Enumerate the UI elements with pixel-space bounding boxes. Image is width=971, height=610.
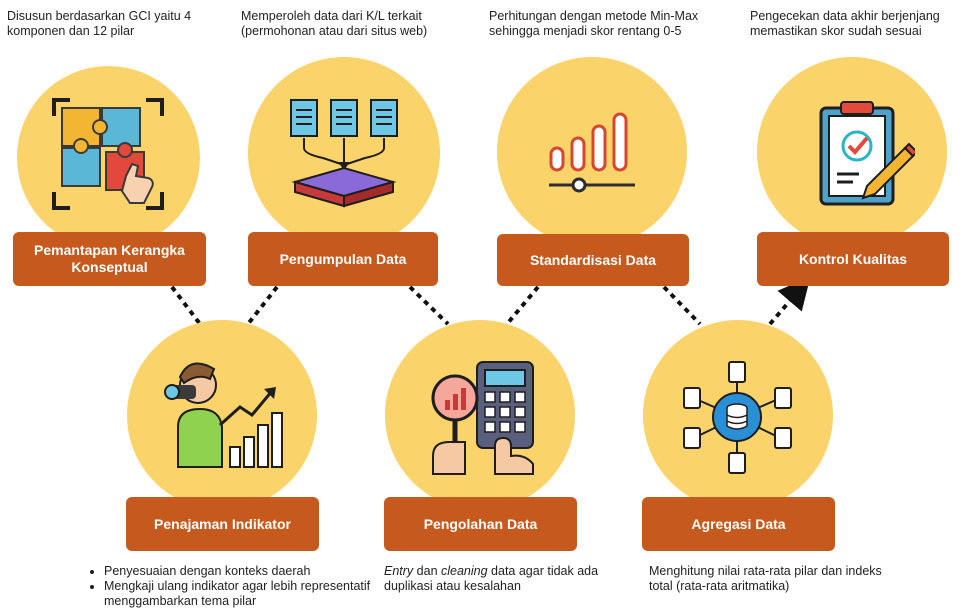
step6-label: Pengolahan Data <box>384 497 577 551</box>
connector-1 <box>170 285 202 326</box>
connector-5 <box>662 285 702 326</box>
calculator-magnifier-icon <box>431 361 534 475</box>
bar-chart-slider-icon <box>549 112 635 193</box>
step4-description: Pengecekan data akhir berjenjang memasti… <box>750 9 940 38</box>
puzzle-icon <box>52 98 164 210</box>
step5-description: Penyesuaian dengan konteks daerah Mengka… <box>88 564 388 609</box>
step4-label: Kontrol Kualitas <box>757 232 949 286</box>
step5-bullet-2: Mengkaji ulang indikator agar lebih repr… <box>104 579 388 609</box>
clipboard-check-icon <box>819 101 915 206</box>
step6-desc-mid: dan <box>413 564 441 578</box>
step6-description: Entry dan cleaning data agar tidak ada d… <box>384 564 614 594</box>
database-network-icon <box>683 361 792 474</box>
step5-bullet-1: Penyesuaian dengan konteks daerah <box>104 564 388 579</box>
step2-label: Pengumpulan Data <box>248 232 438 286</box>
documents-collection-icon <box>290 99 398 208</box>
step5-label: Penajaman Indikator <box>126 497 319 551</box>
step1-label: Pemantapan Kerangka Konseptual <box>13 232 206 286</box>
step3-label: Standardisasi Data <box>497 234 689 286</box>
step7-label: Agregasi Data <box>642 497 835 551</box>
step7-description: Menghitung nilai rata-rata pilar dan ind… <box>649 564 882 593</box>
analyst-chart-icon <box>164 362 283 468</box>
step6-desc-cleaning: cleaning <box>441 564 488 578</box>
step1-description: Disusun berdasarkan GCI yaitu 4 komponen… <box>7 9 192 38</box>
connector-4 <box>505 285 540 326</box>
step2-description: Memperoleh data dari K/L terkait (permoh… <box>241 9 428 38</box>
step5-circle <box>127 320 317 510</box>
step3-description: Perhitungan dengan metode Min-Max sehing… <box>489 9 699 38</box>
connector-6-arrow <box>768 276 811 326</box>
connector-3 <box>408 285 450 326</box>
connector-2 <box>246 285 279 326</box>
step6-desc-rest: data agar tidak ada duplikasi atau kesal… <box>384 564 599 593</box>
step6-desc-entry: Entry <box>384 564 414 578</box>
